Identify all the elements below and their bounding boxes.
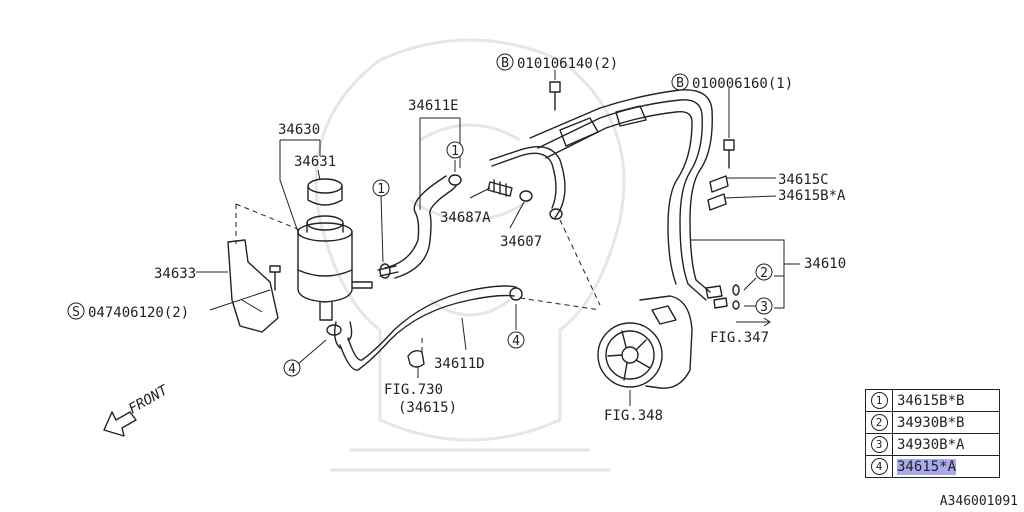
label-34611E: 34611E xyxy=(408,98,459,114)
pipe-clamp-34615C xyxy=(709,175,729,193)
legend-row: 3 34930B*A xyxy=(865,433,1000,456)
o-ring-3 xyxy=(732,300,740,310)
label-34631: 34631 xyxy=(294,154,336,170)
pipe-clamp-34615BA xyxy=(707,193,727,211)
hose-upper-34611E xyxy=(377,175,457,279)
legend-table: 1 34615B*B 2 34930B*B 3 34930B*A 4 34615… xyxy=(865,389,1000,478)
leader-lines xyxy=(196,70,800,406)
label-fig348: FIG.348 xyxy=(604,408,663,424)
reservoir-tank xyxy=(297,215,373,321)
svg-text:010106140(2): 010106140(2) xyxy=(517,56,618,72)
callout-3: 3 xyxy=(755,297,773,315)
label-fig347: FIG.347 xyxy=(710,330,769,346)
legend-num: 2 xyxy=(870,414,888,431)
legend-num: 1 xyxy=(870,392,888,409)
dash-pipe-to-pump xyxy=(559,219,601,306)
legend-part: 34930B*A xyxy=(892,433,1000,456)
svg-text:B: B xyxy=(676,76,684,91)
fig347-arrow xyxy=(736,317,771,327)
legend-part: 34615B*B xyxy=(892,389,1000,412)
highlighted-part: 34615*A xyxy=(897,458,957,475)
hose-clamp-4-lower xyxy=(326,324,342,336)
legend-row: 1 34615B*B xyxy=(865,389,1000,412)
legend-num: 3 xyxy=(870,436,888,453)
svg-text:3: 3 xyxy=(760,300,768,315)
svg-text:047406120(2): 047406120(2) xyxy=(88,305,189,321)
dash-hose-to-pump xyxy=(519,297,601,311)
label-fig730-sub: (34615) xyxy=(398,400,457,416)
label-bolt-right: B 010006160(1) xyxy=(671,73,793,92)
legend-row: 2 34930B*B xyxy=(865,411,1000,434)
label-34687A: 34687A xyxy=(440,210,491,226)
bracket-screw xyxy=(269,265,281,291)
callout-4-right: 4 xyxy=(507,331,525,349)
fitting-34687A xyxy=(487,179,513,197)
bolt-right xyxy=(723,139,735,169)
svg-text:2: 2 xyxy=(760,266,768,281)
front-arrow: FRONT xyxy=(103,382,172,437)
pressure-pipe-assy xyxy=(529,89,728,309)
label-34615C: 34615C xyxy=(778,172,829,188)
label-34633: 34633 xyxy=(154,266,196,282)
bolt-top xyxy=(549,81,561,111)
label-34607: 34607 xyxy=(500,234,542,250)
legend-num: 4 xyxy=(870,458,888,475)
legend-row: 4 34615*A xyxy=(865,455,1000,478)
label-34610: 34610 xyxy=(804,256,846,272)
clip-fig730 xyxy=(407,349,425,368)
power-steering-pump xyxy=(597,295,693,389)
svg-text:1: 1 xyxy=(377,182,385,197)
label-34611D: 34611D xyxy=(434,356,485,372)
callout-1-left: 1 xyxy=(372,179,390,197)
watermark-emblem xyxy=(314,38,626,472)
svg-text:B: B xyxy=(501,56,509,71)
label-34615BA: 34615B*A xyxy=(778,188,846,204)
label-screw: S 047406120(2) xyxy=(67,302,189,321)
legend-part: 34930B*B xyxy=(892,411,1000,434)
clip-34607 xyxy=(519,190,533,202)
svg-text:4: 4 xyxy=(288,362,296,377)
svg-text:010006160(1): 010006160(1) xyxy=(692,76,793,92)
label-34630: 34630 xyxy=(278,122,320,138)
svg-text:S: S xyxy=(72,305,80,320)
reservoir-cap xyxy=(307,178,343,206)
hose-clamp-1-left xyxy=(379,263,391,279)
callout-1-upper: 1 xyxy=(446,141,464,159)
reservoir-bracket xyxy=(227,203,301,333)
hose-clamp-1-upper xyxy=(448,174,462,186)
label-fig730: FIG.730 xyxy=(384,382,443,398)
legend-part-highlighted: 34615*A xyxy=(892,455,1000,478)
hose-lower-34611D xyxy=(333,285,517,371)
return-pipe xyxy=(489,146,566,220)
label-bolt-top: B 010106140(2) xyxy=(496,53,618,72)
o-ring-2 xyxy=(732,284,740,296)
svg-text:1: 1 xyxy=(451,144,459,159)
callout-4-left: 4 xyxy=(283,359,301,377)
reference-code: A346001091 xyxy=(939,494,1018,509)
hose-clamp-4-pump xyxy=(509,287,523,301)
callout-2: 2 xyxy=(755,263,773,281)
svg-text:4: 4 xyxy=(512,334,520,349)
svg-text:FRONT: FRONT xyxy=(126,382,172,418)
